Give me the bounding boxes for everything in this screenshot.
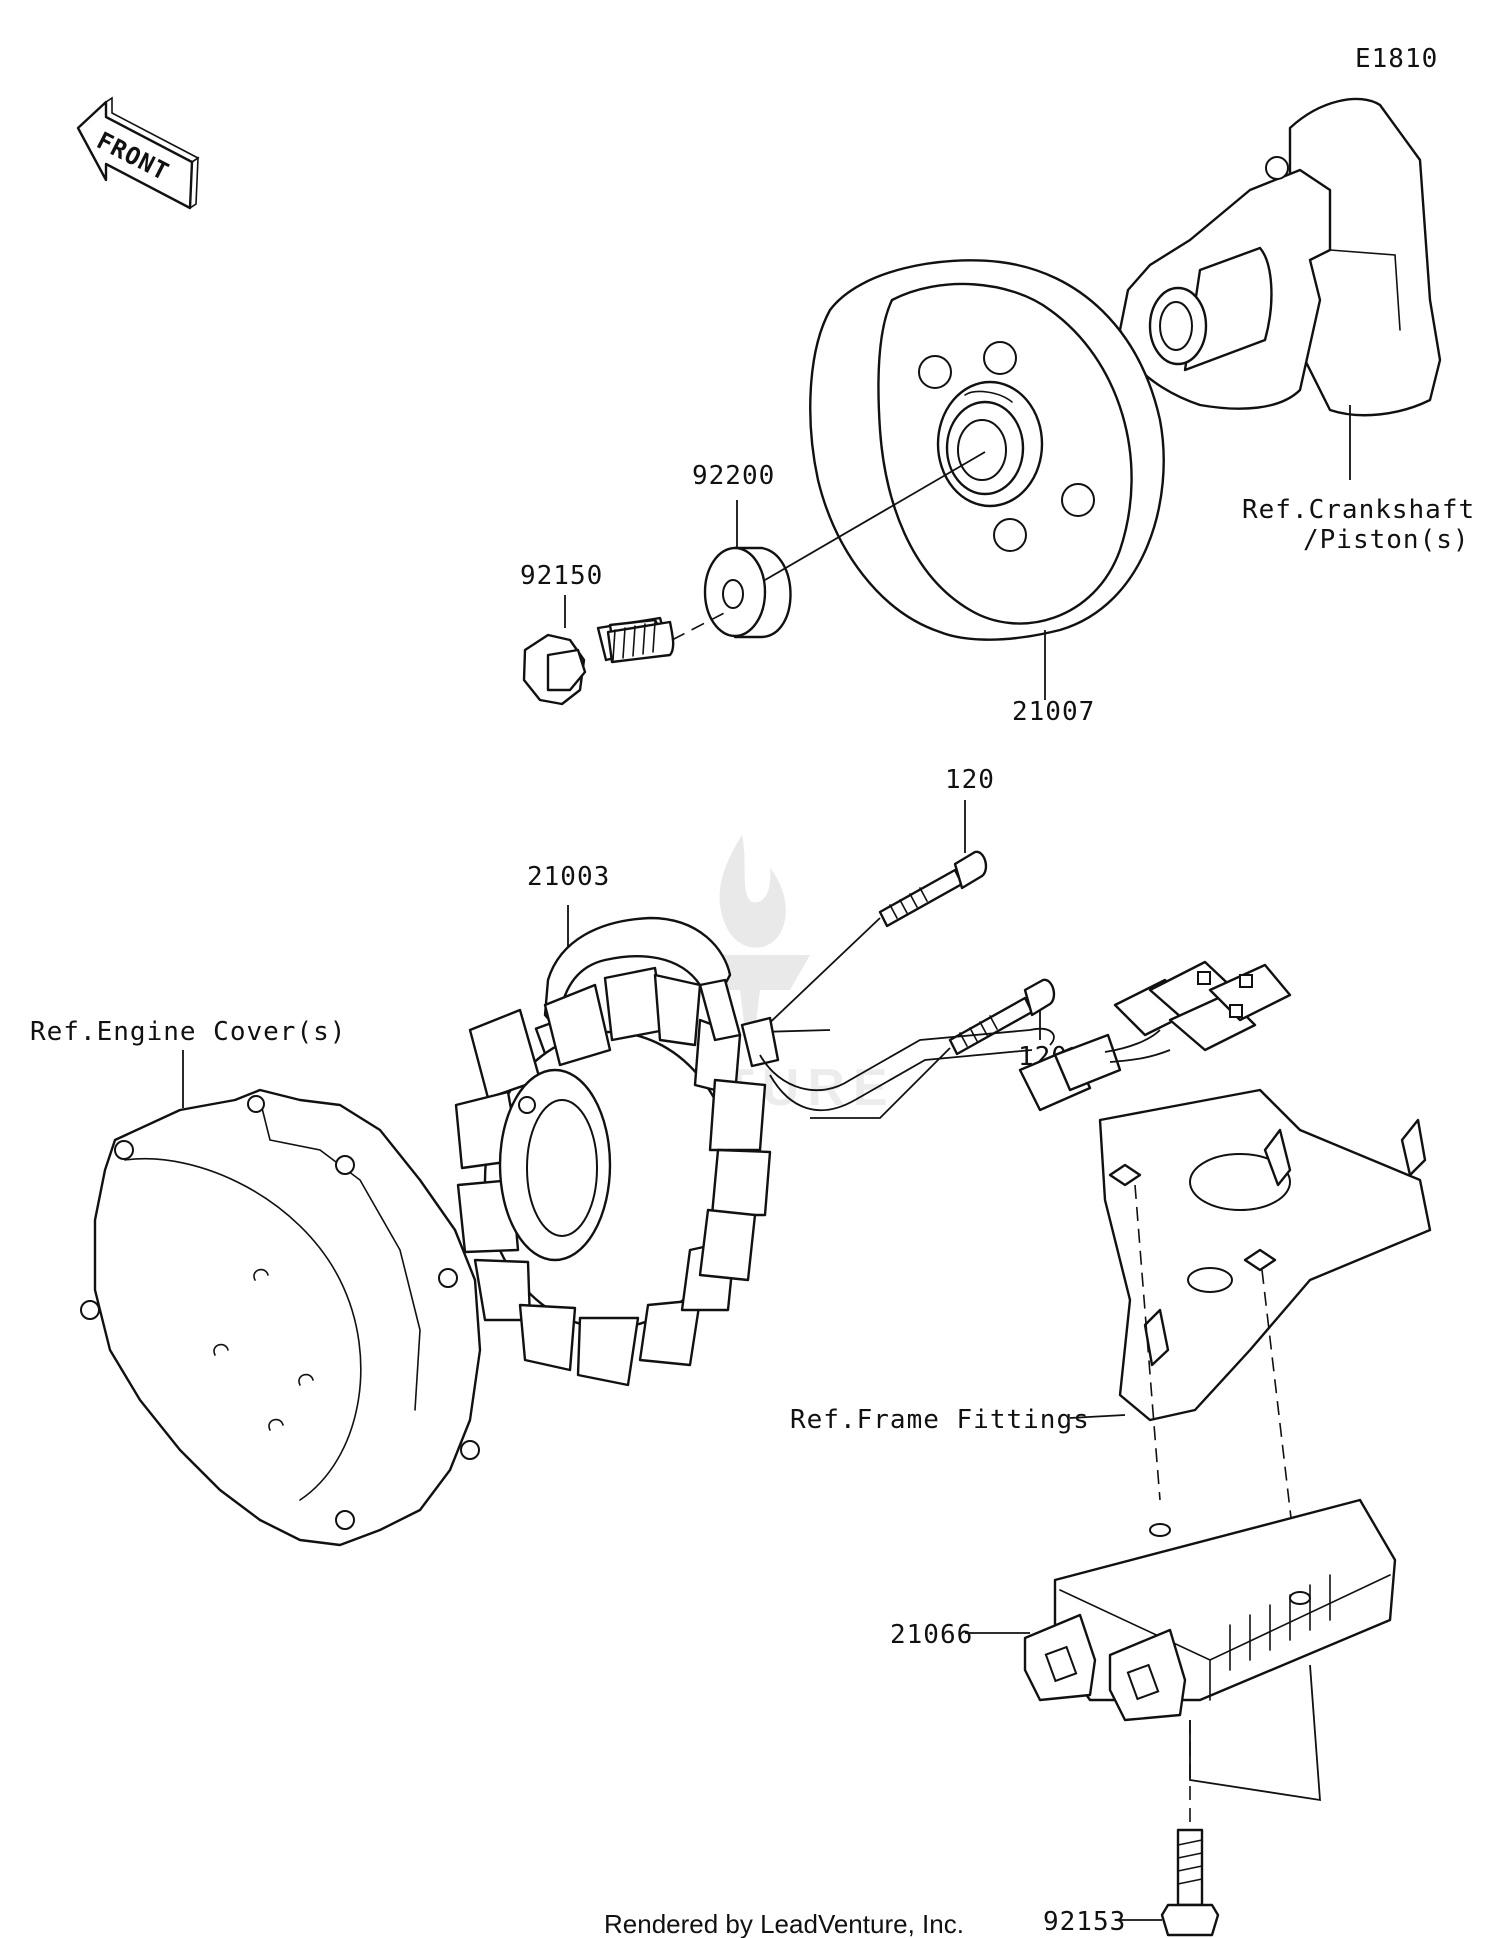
diagram-code: E1810: [1355, 44, 1438, 74]
stator-bolt-top-part: [878, 850, 988, 928]
part-92200-label[interactable]: 92200: [692, 461, 775, 491]
regulator-bolt-part: [1160, 1828, 1220, 1937]
part-92150-label[interactable]: 92150: [520, 561, 603, 591]
frame-fitting-plate-ref-part: [1098, 1088, 1432, 1422]
stator-bolt-mid-part: [948, 978, 1056, 1056]
washer-part: [703, 546, 792, 639]
ref-engine-cover-label[interactable]: Ref.Engine Cover(s): [30, 1017, 346, 1047]
stator-part: [454, 916, 772, 1387]
part-21007-label[interactable]: 21007: [1012, 697, 1095, 727]
part-92153-label[interactable]: 92153: [1043, 1907, 1126, 1937]
flywheel-rotor-part: [809, 259, 1165, 641]
part-120-top-label[interactable]: 120: [945, 765, 995, 795]
ref-frame-fittings-label[interactable]: Ref.Frame Fittings: [790, 1405, 1090, 1435]
ref-crankshaft-label-1[interactable]: Ref.Crankshaft: [1242, 495, 1475, 525]
part-21066-label[interactable]: 21066: [890, 1620, 973, 1650]
engine-cover-ref-part: [80, 1088, 482, 1547]
front-arrow-icon: FRONT: [76, 96, 200, 210]
crankshaft-ref-part: [1118, 97, 1442, 417]
regulator-rectifier-part: [1023, 1498, 1397, 1722]
ref-crankshaft-label-2[interactable]: /Piston(s): [1303, 525, 1470, 555]
footer-credit: Rendered by LeadVenture, Inc.: [604, 1909, 964, 1938]
part-21003-label[interactable]: 21003: [527, 862, 610, 892]
flywheel-bolt-part: [522, 616, 675, 706]
stator-wiring-harness: [698, 960, 1292, 1112]
